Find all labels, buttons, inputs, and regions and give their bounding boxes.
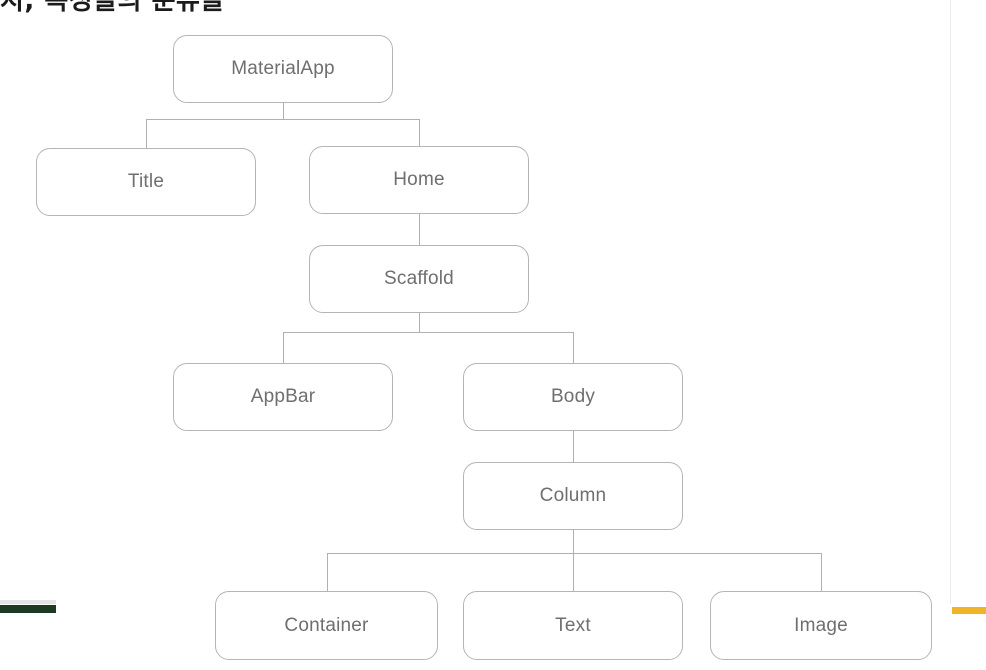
connector-body-column (573, 431, 574, 462)
connector-stem-materialapp (283, 103, 284, 119)
tree-node-image[interactable]: Image (710, 591, 932, 660)
tree-node-label: Column (539, 485, 607, 506)
tree-node-label: AppBar (250, 386, 316, 407)
tree-node-title[interactable]: Title (36, 148, 256, 216)
connector-stem-column (573, 530, 574, 553)
connector-stem-scaffold (419, 313, 420, 332)
connector-home-scaffold (419, 214, 420, 245)
accent-bar-left-green (0, 605, 56, 613)
tree-node-label: Text (555, 614, 591, 636)
connector-scaffold-body (573, 332, 574, 363)
accent-bar-left-light (0, 600, 56, 604)
tree-node-label: Scaffold (384, 268, 454, 289)
connector-materialapp-home (419, 119, 420, 146)
connector-bus-column (327, 553, 821, 554)
tree-node-home[interactable]: Home (309, 146, 529, 214)
connector-column-image (821, 553, 822, 591)
accent-bar-right-orange (952, 607, 986, 614)
tree-node-label: Image (794, 614, 848, 636)
tree-node-text[interactable]: Text (463, 591, 683, 660)
tree-node-scaffold[interactable]: Scaffold (309, 245, 529, 313)
tree-node-label: MaterialApp (231, 58, 335, 79)
tree-node-materialapp[interactable]: MaterialApp (173, 35, 393, 103)
tree-node-label: Home (393, 169, 445, 190)
connector-column-text (573, 553, 574, 591)
tree-node-body[interactable]: Body (463, 363, 683, 431)
connector-materialapp-title (146, 119, 147, 148)
tree-node-appbar[interactable]: AppBar (173, 363, 393, 431)
tree-node-label: Title (127, 171, 165, 192)
tree-node-container[interactable]: Container (215, 591, 438, 660)
tree-node-label: Body (550, 386, 596, 407)
right-divider (950, 0, 951, 604)
tree-node-label: Container (284, 614, 369, 636)
connector-bus-scaffold (283, 332, 573, 333)
connector-column-container (327, 553, 328, 591)
connector-bus-materialapp (146, 119, 419, 120)
slide-title: 지, 속성들의 분류들 (0, 0, 225, 16)
connector-scaffold-appbar (283, 332, 284, 363)
tree-node-column[interactable]: Column (463, 462, 683, 530)
